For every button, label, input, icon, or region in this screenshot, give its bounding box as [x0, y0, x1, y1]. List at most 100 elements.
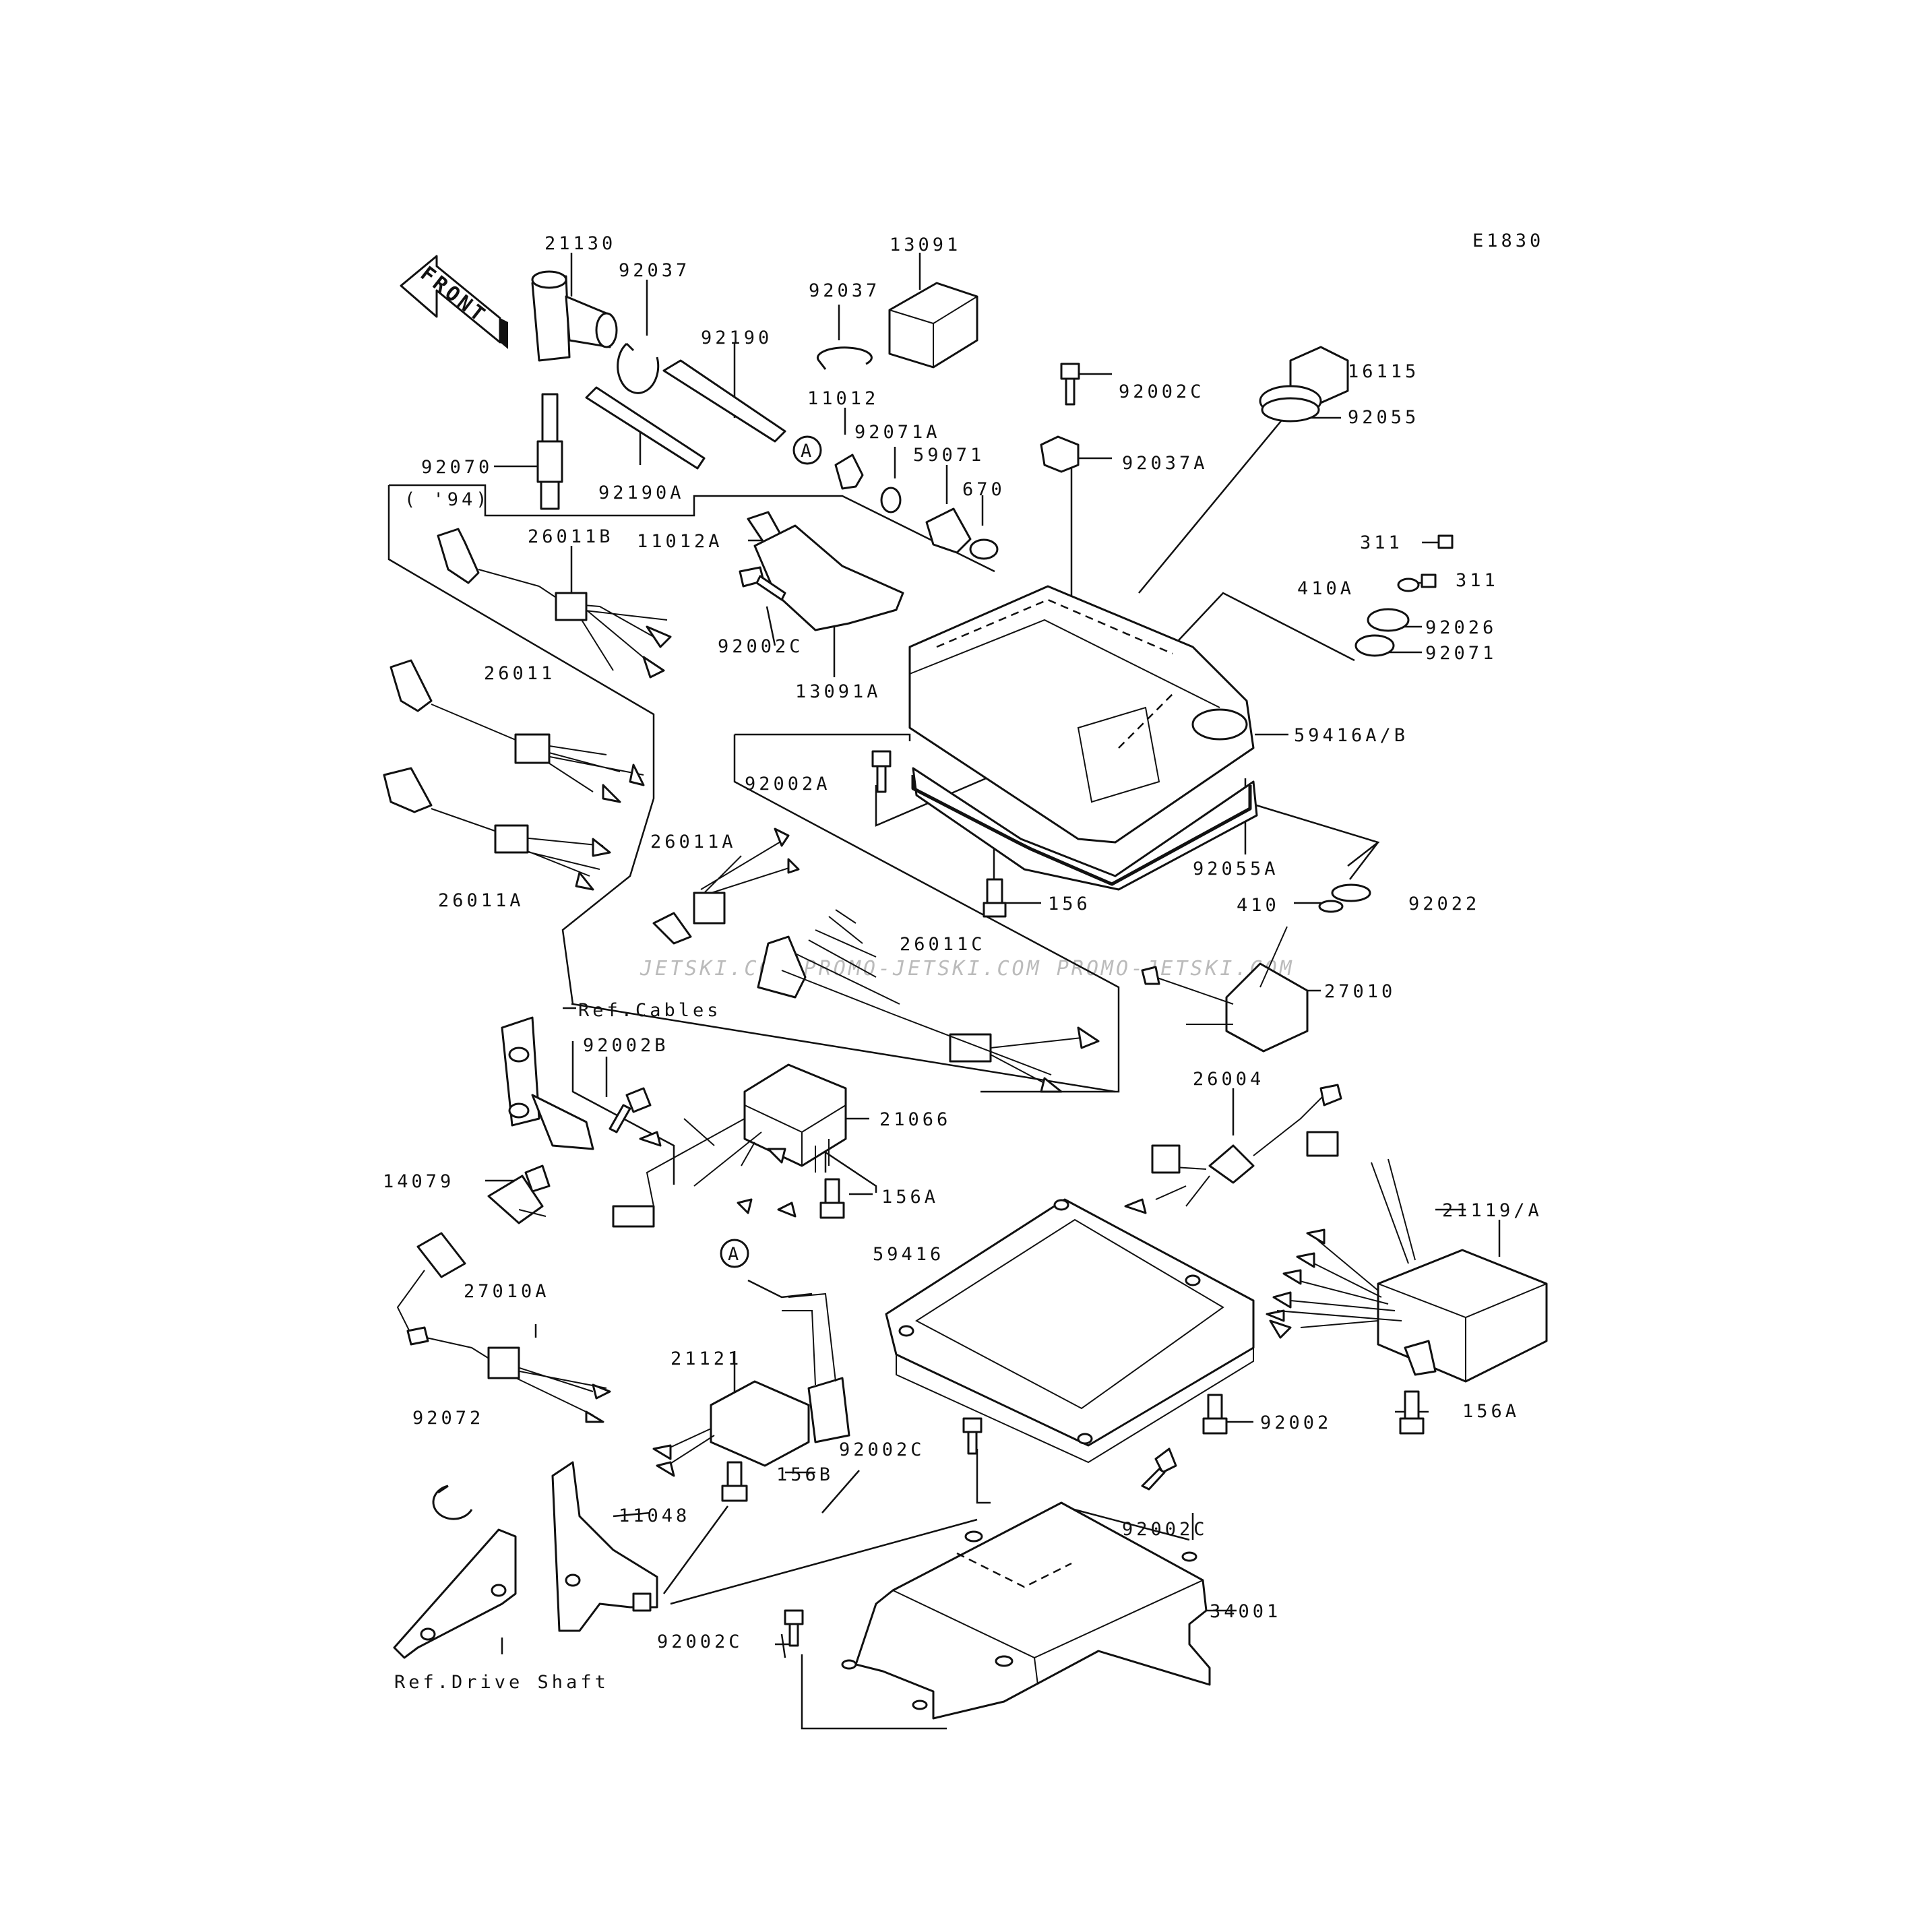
- bolt-part-156b: [721, 1461, 748, 1502]
- joint-fitting-part: [925, 507, 972, 554]
- fuse-holder-part: [1124, 1084, 1342, 1214]
- callout-14079: 14079: [383, 1171, 454, 1192]
- callout-92071a: 92071A: [854, 422, 941, 443]
- callout-156a-right: 156A: [1462, 1401, 1520, 1422]
- cdi-unit-part: [1266, 1131, 1548, 1383]
- callout-92055: 92055: [1348, 407, 1419, 428]
- callout-92022: 92022: [1408, 894, 1480, 914]
- bolt-part-156a: [819, 1178, 845, 1219]
- mount-bracket-part: [753, 524, 904, 631]
- callout-13091: 13091: [890, 235, 961, 255]
- drive-shaft-bracket-part: [393, 1528, 517, 1659]
- callout-11012a: 11012A: [637, 531, 723, 552]
- bolt-part-156: [983, 878, 1007, 918]
- spark-plug-cap-part: [531, 270, 618, 362]
- callout-92070: 92070: [421, 457, 493, 478]
- nut-part-2: [1421, 573, 1437, 588]
- wire-harness-part-b: [437, 528, 672, 679]
- callout-11048: 11048: [619, 1505, 690, 1526]
- grommet-part-3: [1354, 634, 1395, 657]
- callout-16115: 16115: [1348, 361, 1419, 382]
- callout-59416: 59416: [873, 1244, 944, 1265]
- callout-59416ab: 59416A/B: [1294, 725, 1408, 746]
- bracket-part-11048: [551, 1461, 658, 1632]
- bolt-part-b: [609, 1087, 652, 1133]
- relay-part: [1141, 926, 1309, 1053]
- callout-311-upper: 311: [1360, 532, 1403, 553]
- cover-part: [885, 1198, 1255, 1464]
- callout-21130: 21130: [544, 233, 616, 254]
- ref-a-label-top: A: [801, 441, 815, 462]
- ignition-coil-part: [652, 1292, 850, 1477]
- washer-part-410: [1318, 900, 1344, 913]
- callout-92002a: 92002A: [745, 774, 831, 794]
- bolt-part-c-right: [1141, 1447, 1177, 1491]
- fitting-part: [834, 454, 864, 490]
- callout-670: 670: [962, 479, 1005, 500]
- callout-26011c: 26011C: [900, 934, 986, 955]
- callout-26011: 26011: [484, 663, 555, 684]
- callout-92037-right: 92037: [809, 280, 880, 301]
- callout-26011b: 26011B: [528, 526, 614, 547]
- o-ring-part: [969, 538, 999, 560]
- ref-a-label-bottom: A: [728, 1244, 742, 1265]
- bolt-part-92002: [1202, 1394, 1228, 1435]
- callout-92002c-left: 92002C: [839, 1439, 925, 1460]
- callout-92002c-right: 92002C: [1122, 1519, 1208, 1540]
- parts: A: [383, 270, 1548, 1720]
- clamp-part-92072: [432, 1485, 473, 1520]
- hose-part: [662, 359, 786, 443]
- callout-26011a-mid: 26011A: [650, 832, 737, 852]
- callout-92002: 92002: [1260, 1412, 1332, 1433]
- bolt-part-c-left: [962, 1417, 983, 1455]
- clamp-part: [617, 342, 660, 394]
- washer-part: [1397, 578, 1420, 592]
- grommet-part-2: [1367, 608, 1410, 632]
- sensor-part: [396, 1232, 611, 1423]
- callout-410: 410: [1237, 895, 1280, 916]
- watermark-text: JETSKI.COM PROMO-JETSKI.COM PROMO-JETSKI…: [640, 957, 1295, 980]
- cable-bracket-part: [501, 1016, 594, 1150]
- callout-34001: 34001: [1210, 1601, 1281, 1622]
- nut-part: [1437, 534, 1454, 549]
- regulator-part: [612, 1063, 847, 1228]
- callout-94: ( '94): [404, 489, 491, 510]
- wire-harness-part: [389, 659, 645, 803]
- bolt-part: [739, 566, 786, 601]
- callout-26004: 26004: [1193, 1069, 1264, 1090]
- callout-156a-mid: 156A: [881, 1187, 939, 1208]
- electric-box-part: [908, 585, 1258, 891]
- callout-59071: 59071: [913, 445, 985, 466]
- callout-311-lower: 311: [1456, 570, 1499, 591]
- callout-27010: 27010: [1324, 981, 1396, 1002]
- callout-92071: 92071: [1425, 643, 1497, 664]
- callout-21121: 21121: [671, 1348, 742, 1369]
- callout-ref-cables: Ref.Cables: [578, 1000, 722, 1021]
- callout-92026: 92026: [1425, 617, 1497, 638]
- clip-part: [1040, 435, 1080, 473]
- base-bracket-part: [841, 1501, 1211, 1720]
- callout-156b: 156B: [776, 1464, 834, 1485]
- bolt-part-mid: [871, 750, 892, 793]
- front-arrow-icon: FRONT: [400, 255, 508, 349]
- callout-13091a: 13091A: [795, 681, 881, 702]
- callout-92190a: 92190A: [598, 482, 685, 503]
- grommet-part: [880, 487, 902, 513]
- gasket-part: [911, 775, 1252, 886]
- callout-21066: 21066: [879, 1109, 951, 1130]
- callout-410a: 410A: [1297, 578, 1354, 599]
- ref-a-circle-2: [720, 1239, 749, 1268]
- callout-92037a: 92037A: [1122, 453, 1208, 474]
- bracket-block-part: [888, 282, 978, 369]
- callout-92002c-top: 92002C: [1119, 381, 1205, 402]
- callout-ref-drive-shaft: Ref.Drive Shaft: [394, 1672, 609, 1693]
- callout-92055a: 92055A: [1193, 859, 1279, 879]
- wire-harness-part-a: [383, 767, 611, 891]
- bolt-part-c-bottom: [784, 1609, 804, 1647]
- callout-92072: 92072: [412, 1408, 484, 1429]
- diagram-code: E1830: [1472, 230, 1544, 251]
- bolt-part-156a-right: [1399, 1390, 1425, 1435]
- callout-92002b: 92002B: [583, 1035, 669, 1056]
- bolt-part-top: [1060, 363, 1080, 406]
